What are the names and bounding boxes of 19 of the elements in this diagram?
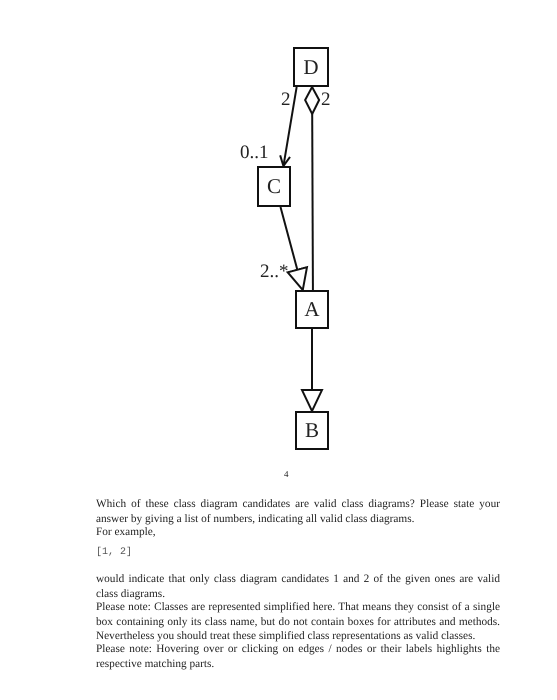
- aggregation-line: [304, 86, 320, 290]
- class-box: B: [295, 411, 329, 450]
- class-box: A: [295, 290, 329, 329]
- explanation-text: would indicate that only class diagram candidates 1 and 2 of the given ones are valid class diagrams.: [96, 572, 500, 602]
- generalization-arrow: [280, 206, 308, 291]
- note-text: Please note: Classes are represented simplified here. That means they consist of a single box containing only its class name, but do not contain boxes for attributes and methods. Nevertheless you should treat these simplified class representations as valid classes.: [96, 600, 500, 644]
- multiplicity-label: 0..1: [240, 143, 268, 162]
- example-text: For example,: [96, 525, 156, 540]
- multiplicity-label: 2: [281, 90, 290, 109]
- association-arrow: [279, 86, 298, 167]
- multiplicity-label: 2..*: [260, 262, 288, 281]
- class-box: D: [293, 47, 329, 87]
- note-text: Please note: Hovering over or clicking on edges / nodes or their labels highlights the respective matching parts.: [96, 642, 500, 672]
- generalization-arrow: [301, 329, 323, 412]
- class-box: C: [257, 166, 291, 207]
- question-text: Which of these class diagram candidates are valid class diagrams? Please state your answer by giving a list of numbers, indicating all valid class diagrams.: [96, 497, 500, 526]
- page-number: 4: [284, 470, 288, 479]
- code-example: [1, 2]: [96, 548, 132, 558]
- multiplicity-label: 2: [321, 90, 330, 109]
